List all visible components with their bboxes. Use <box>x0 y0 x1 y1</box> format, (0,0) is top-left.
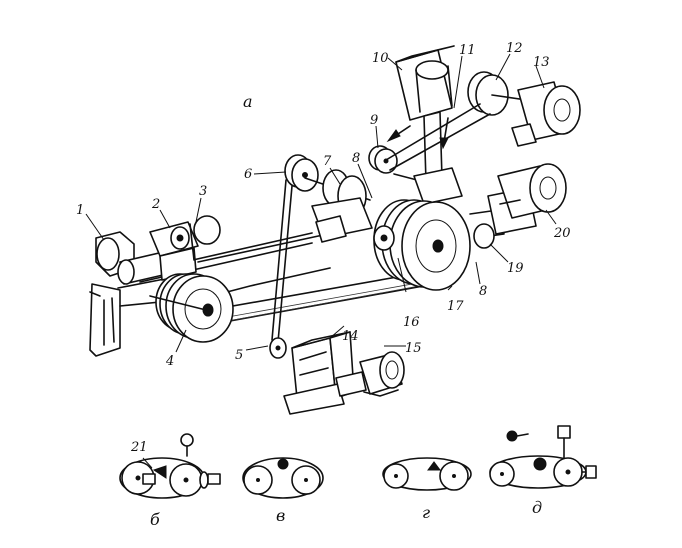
callout-17: 17 <box>447 299 464 314</box>
leader-lines <box>85 53 557 353</box>
callout-8-lower: 8 <box>479 284 488 299</box>
main-view-label: а <box>243 92 253 111</box>
callout-5: 5 <box>235 348 244 363</box>
callout-12: 12 <box>506 41 523 56</box>
part-17-drum <box>373 167 505 291</box>
callout-2: 2 <box>152 197 161 212</box>
direction-arrows <box>386 117 449 150</box>
part-10-vertical-motor <box>395 45 455 183</box>
callout-11: 11 <box>459 43 476 58</box>
subview-b-sketch <box>119 433 221 499</box>
callout-20: 20 <box>554 226 571 241</box>
callout-9: 9 <box>370 113 379 128</box>
callout-10: 10 <box>372 51 389 66</box>
callout-1: 1 <box>76 203 85 218</box>
callout-3: 3 <box>199 184 208 199</box>
subview-d-label: д <box>532 498 543 517</box>
part-14-gearbox <box>283 331 355 415</box>
callout-6: 6 <box>244 167 253 182</box>
subview-g-label: г <box>422 503 431 522</box>
callout-16: 16 <box>403 315 420 330</box>
subview-b-label: б <box>150 510 160 529</box>
subview-v-label: в <box>276 506 286 525</box>
subview-v-sketch <box>242 457 324 499</box>
callout-21: 21 <box>131 440 148 455</box>
callout-19: 19 <box>507 261 524 276</box>
callout-15: 15 <box>405 341 422 356</box>
callout-14: 14 <box>342 329 359 344</box>
part-4-pulley <box>149 273 234 343</box>
part-12-13-upper-motor <box>467 71 581 147</box>
callout-4: 4 <box>166 354 175 369</box>
part-5-roller <box>269 337 287 359</box>
part-2-3-clutch <box>149 215 221 281</box>
subview-d-sketch <box>489 425 597 489</box>
part-9-roller <box>368 103 491 187</box>
part-20-right-motor <box>473 163 567 249</box>
part-6-7-support <box>284 154 373 243</box>
callout-13: 13 <box>533 55 550 70</box>
subview-g-sketch <box>382 457 472 491</box>
vertical-belt <box>271 179 293 343</box>
callout-8-upper: 8 <box>352 151 361 166</box>
callout-7: 7 <box>323 154 332 169</box>
part-15-motor <box>335 351 405 397</box>
